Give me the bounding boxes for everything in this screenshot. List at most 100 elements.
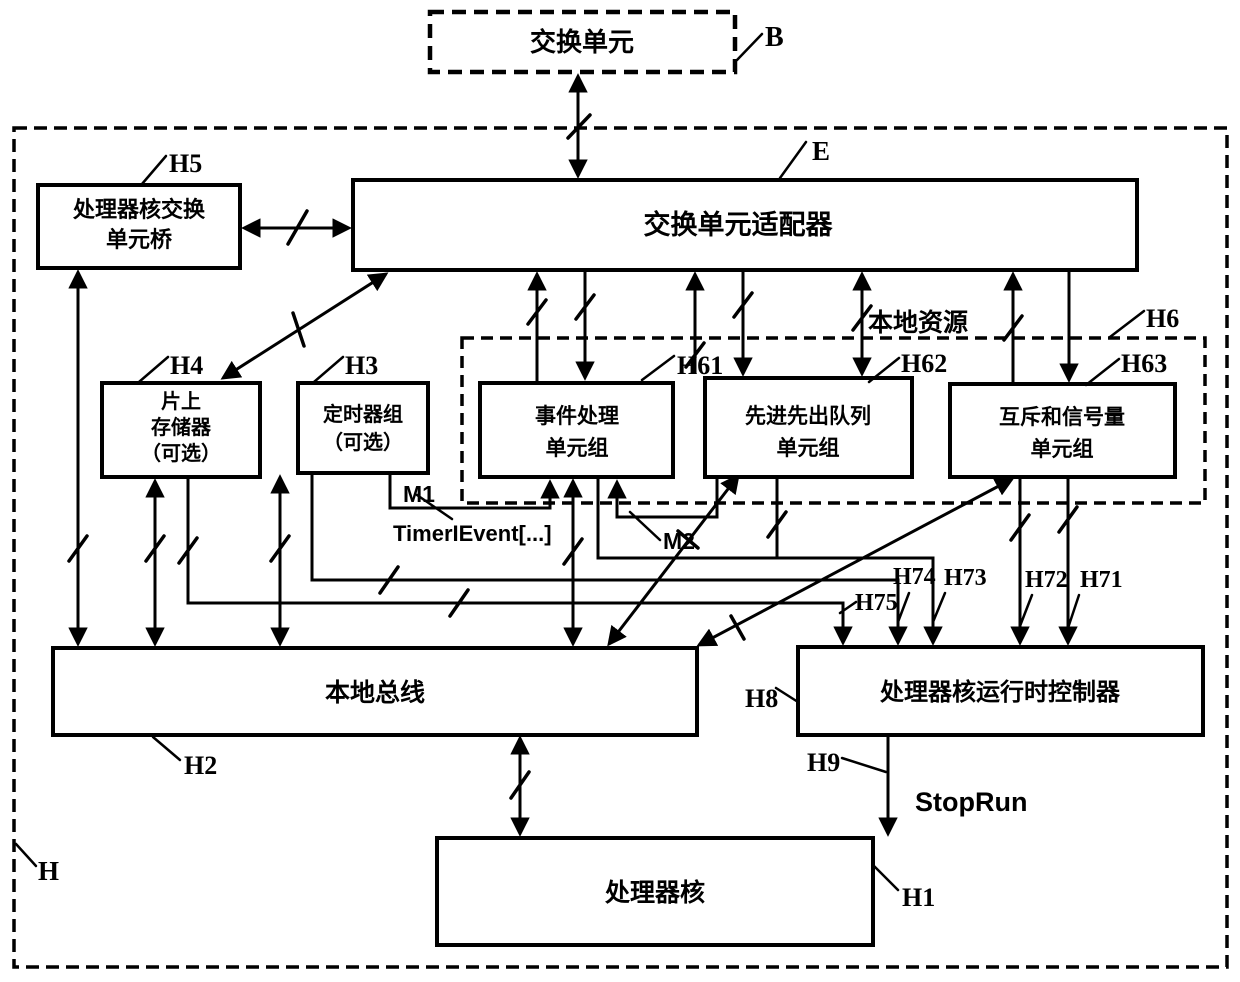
- m1-label: M1: [403, 481, 435, 507]
- adapter-label: 交换单元适配器: [644, 209, 834, 240]
- pointer-h6: [1108, 309, 1146, 339]
- processor-core-box: [435, 836, 875, 947]
- pointer-h5: [140, 154, 168, 186]
- tag-h4: H4: [170, 351, 203, 380]
- pointer-h9: [840, 756, 888, 774]
- local-bus-box: [51, 646, 699, 737]
- pointer-h2: [151, 735, 182, 762]
- timer-label-line1: 定时器组: [323, 402, 403, 426]
- link-bus-mutex-diagonal: [696, 477, 1015, 647]
- pointer-b: [735, 32, 764, 62]
- timer-label-line2: （可选）: [323, 431, 403, 454]
- link-bus-fifo-diagonal: [607, 473, 740, 647]
- pointer-m1: [415, 493, 454, 521]
- pointer-h4: [137, 355, 170, 384]
- slash-mark: [851, 304, 873, 332]
- tag-h: H: [38, 856, 59, 886]
- slash-mark: [177, 536, 199, 565]
- pointer-h73: [931, 591, 947, 624]
- onchip-memory-box: [100, 381, 262, 479]
- slash-mark: [291, 311, 306, 348]
- memory-label-line3: （可选）: [141, 442, 221, 465]
- pointer-h1: [872, 864, 900, 892]
- tag-b: B: [765, 22, 784, 53]
- h73-label: H73: [944, 565, 987, 591]
- pointer-h75: [838, 600, 858, 615]
- fifo-label-line1: 先进先出队列: [745, 405, 871, 428]
- link-adapter-memory: [220, 272, 389, 380]
- slash-mark: [566, 113, 592, 140]
- tag-h3: H3: [345, 351, 378, 380]
- slash-mark: [269, 534, 291, 563]
- runtime-controller-box: [796, 645, 1205, 737]
- stoprun-label: StopRun: [915, 787, 1027, 817]
- mutex-label-line1: 互斥和信号量: [999, 405, 1125, 429]
- slash-mark: [732, 291, 754, 319]
- event-unit-group-box: [478, 381, 675, 479]
- tag-h6: H6: [1146, 304, 1179, 333]
- bridge-label-line2: 单元桥: [106, 227, 172, 252]
- runtime-controller-label: 处理器核运行时控制器: [879, 678, 1121, 706]
- tag-h63: H63: [1121, 349, 1167, 378]
- h72-label: H72: [1025, 567, 1068, 593]
- mutex-label-line2: 单元组: [1031, 437, 1094, 461]
- link-m2-fifo-events: [607, 479, 719, 519]
- local-bus-label: 本地总线: [325, 678, 425, 707]
- h9-label: H9: [807, 748, 840, 777]
- slash-mark: [562, 537, 584, 566]
- adapter-box: [351, 178, 1139, 272]
- slash-mark: [286, 209, 309, 246]
- slash-mark: [574, 293, 596, 321]
- bridge-label-line1: 处理器核交换: [72, 197, 206, 222]
- slash-mark: [684, 341, 706, 369]
- slash-mark: [67, 534, 89, 563]
- pointer-h3: [312, 355, 345, 384]
- pointer-h8: [774, 686, 800, 704]
- timer-group-box: [296, 381, 430, 475]
- slash-mark: [1057, 505, 1079, 534]
- switch-unit-box: [427, 9, 738, 75]
- pointer-e: [778, 140, 808, 180]
- h74-label: H74: [893, 564, 936, 590]
- events-label-line1: 事件处理: [535, 404, 619, 428]
- timer-event-label: TimerIEvent[...]: [393, 521, 552, 546]
- h75-label: H75: [855, 590, 898, 616]
- processor-core-label: 处理器核: [604, 878, 705, 907]
- slash-mark: [729, 614, 746, 641]
- local-resources-box: [460, 336, 1207, 505]
- slash-mark: [526, 298, 548, 326]
- tag-h2: H2: [184, 751, 217, 780]
- pointer-h63: [1084, 357, 1121, 387]
- pointer-h71: [1066, 593, 1081, 630]
- tag-h61: H61: [677, 351, 723, 380]
- switch-unit-label: 交换单元: [530, 27, 634, 57]
- pointer-h62: [867, 356, 901, 384]
- pointer-h61: [640, 354, 676, 382]
- memory-label-line2: 存储器: [151, 415, 212, 439]
- tag-h5: H5: [169, 149, 202, 178]
- tag-h62: H62: [901, 349, 947, 378]
- pointer-m2: [628, 510, 662, 542]
- h71-label: H71: [1080, 567, 1123, 593]
- slash-mark: [1002, 314, 1024, 342]
- tag-e: E: [812, 136, 830, 166]
- system-boundary-box: [12, 126, 1229, 969]
- pointer-h74: [896, 591, 911, 624]
- tag-h8: H8: [745, 684, 778, 713]
- slash-mark: [144, 534, 166, 563]
- slash-mark: [448, 588, 470, 618]
- m2-label: M2: [663, 528, 695, 554]
- core-switch-bridge-box: [36, 183, 242, 270]
- tag-h1: H1: [902, 883, 935, 912]
- memory-label-line1: 片上: [161, 390, 201, 413]
- fifo-label-line2: 单元组: [777, 436, 840, 460]
- pointer-h72: [1018, 593, 1034, 628]
- events-label-line2: 单元组: [546, 436, 609, 460]
- pointer-h: [14, 842, 38, 868]
- fifo-unit-group-box: [703, 376, 914, 479]
- local-resources-label: 本地资源: [868, 309, 968, 337]
- slash-mark: [378, 565, 400, 595]
- mutex-semaphore-group-box: [948, 382, 1177, 479]
